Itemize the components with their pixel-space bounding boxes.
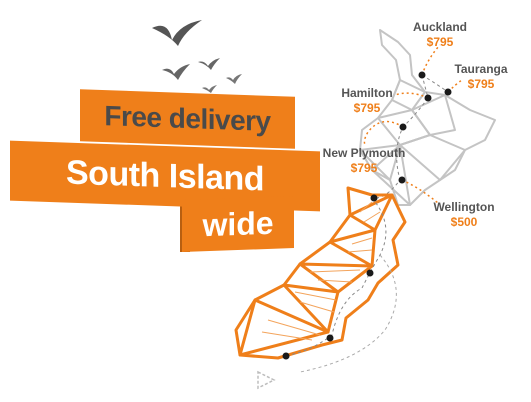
city-price: $795 bbox=[353, 101, 381, 115]
marker-invercargill bbox=[282, 352, 290, 360]
city-new-plymouth: New Plymouth $795 bbox=[318, 146, 410, 176]
city-markers bbox=[282, 71, 452, 360]
marker-new-plymouth bbox=[399, 123, 407, 131]
route-south-curve bbox=[299, 254, 397, 373]
banner-text-3: wide bbox=[202, 204, 274, 243]
bird-icon bbox=[202, 85, 217, 93]
city-wellington: Wellington $500 bbox=[428, 200, 500, 230]
city-tauranga: Tauranga $795 bbox=[451, 62, 511, 92]
nz-map-illustration bbox=[234, 29, 496, 390]
south-island-hatching bbox=[261, 201, 381, 341]
marker-hamilton bbox=[424, 94, 432, 102]
city-name: Tauranga bbox=[454, 62, 508, 76]
city-price: $795 bbox=[426, 35, 454, 49]
city-hamilton: Hamilton $795 bbox=[336, 86, 398, 116]
marker-tauranga bbox=[444, 88, 452, 96]
city-name: Hamilton bbox=[341, 86, 393, 100]
route-south bbox=[283, 197, 387, 357]
marker-auckland bbox=[418, 71, 426, 79]
city-name: Wellington bbox=[433, 200, 495, 214]
city-price: $795 bbox=[467, 77, 495, 91]
marker-wellington bbox=[398, 176, 406, 184]
marker-christchurch bbox=[366, 269, 374, 277]
north-island-outline bbox=[359, 29, 496, 206]
bird-icon bbox=[162, 64, 190, 80]
banner-line-3: wide bbox=[182, 196, 294, 252]
banner-text-2: South Island bbox=[66, 153, 264, 198]
city-leaders bbox=[363, 44, 463, 204]
marker-dunedin bbox=[326, 334, 334, 342]
city-name: Auckland bbox=[412, 20, 467, 34]
city-price: $500 bbox=[450, 215, 478, 229]
bird-icon bbox=[152, 20, 202, 46]
stewart-island bbox=[257, 370, 276, 390]
city-auckland: Auckland $795 bbox=[410, 20, 470, 50]
bird-icon bbox=[198, 58, 220, 70]
city-price: $795 bbox=[350, 161, 378, 175]
marker-nelson bbox=[370, 194, 378, 202]
birds-illustration bbox=[152, 20, 242, 93]
bird-icon bbox=[226, 74, 242, 84]
banner-text-1: Free delivery bbox=[104, 100, 271, 137]
city-name: New Plymouth bbox=[322, 146, 406, 160]
banner-line-1: Free delivery bbox=[80, 89, 295, 149]
south-island-outline bbox=[234, 186, 407, 360]
